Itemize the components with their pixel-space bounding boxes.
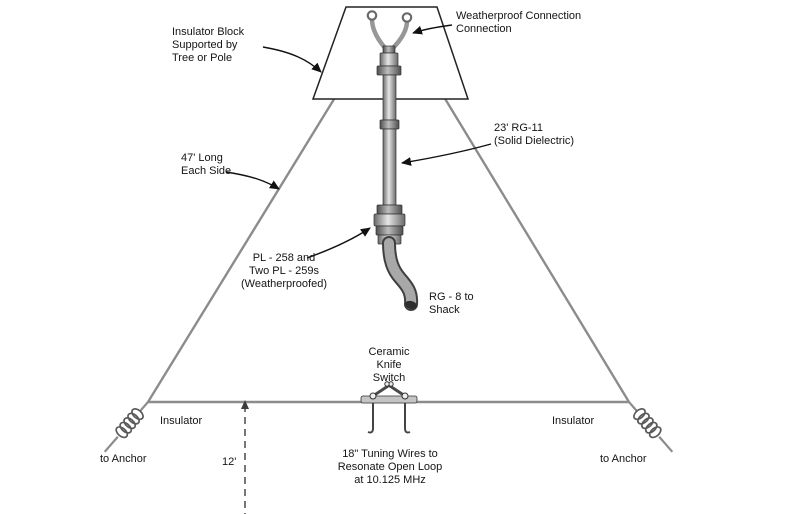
height-label: 12': [222, 456, 237, 468]
arrow-to-pl-connectors: [306, 227, 371, 259]
tuning-wires-label: 18" Tuning Wires to Resonate Open Loop a…: [337, 448, 443, 486]
wire-eyelet-right: [401, 12, 413, 23]
insulator-coil-left: [103, 401, 149, 453]
insulator-right-label: Insulator: [552, 415, 595, 427]
anchor-right-label: to Anchor: [600, 453, 647, 465]
rg8-cable: [382, 236, 419, 311]
knife-switch-shape: [360, 381, 418, 404]
arrow-to-rg11-cable: [401, 143, 492, 166]
knife-switch-label: Ceramic Knife Switch: [368, 346, 410, 384]
arrow-to-left-leg: [225, 171, 280, 190]
height-dimension-line: [241, 400, 249, 514]
arrow-to-weatherproof-connection: [412, 24, 453, 35]
arrow-to-insulator-block: [262, 46, 322, 73]
rg11-cable-upper: [382, 74, 397, 121]
insulator-left-label: Insulator: [160, 415, 203, 427]
anchor-left-label: to Anchor: [100, 453, 147, 465]
pl-connectors-label: PL - 258 and Two PL - 259s (Weatherproof…: [240, 252, 327, 290]
wire-eyelet-left: [366, 10, 378, 21]
rg8-label: RG - 8 to Shack: [429, 291, 474, 316]
rg11-label: 23' RG-11 (Solid Dielectric): [494, 122, 575, 147]
callout-arrows: [225, 24, 492, 259]
insulator-block-label: Insulator Block Supported by Tree or Pol…: [172, 26, 245, 64]
side-length-label: 47' Long Each Side: [181, 152, 232, 177]
insulator-coil-right: [628, 401, 674, 453]
tuning-wires: [367, 403, 411, 434]
weatherproof-connection-label: Weatherproof Connection Connection: [456, 10, 582, 35]
rg11-cable-lower: [382, 128, 397, 206]
